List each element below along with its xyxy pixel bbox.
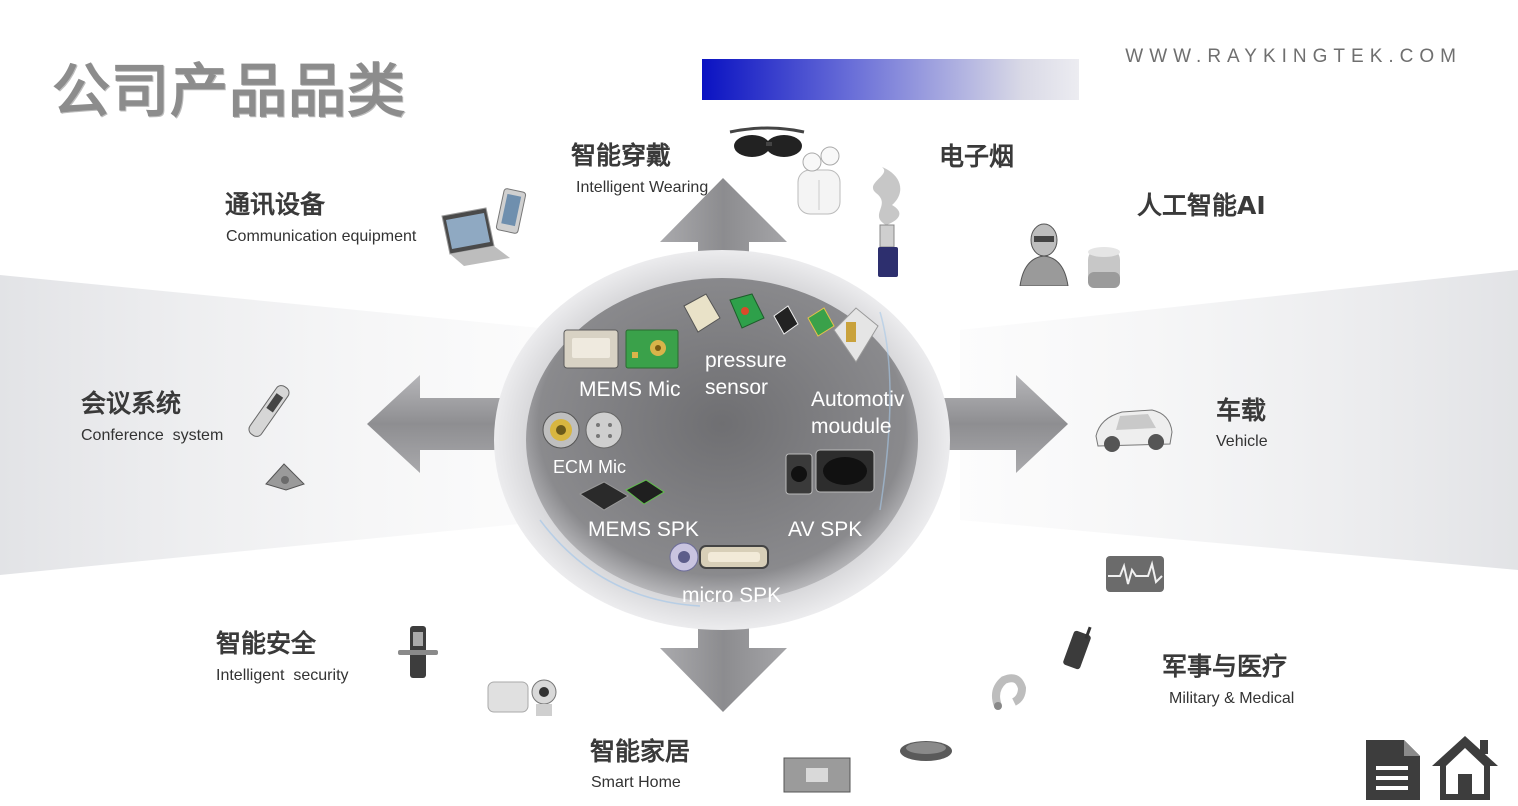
category-home-cn: 智能家居 — [590, 737, 691, 766]
left-beam — [0, 275, 560, 575]
arrow-right — [930, 375, 1068, 473]
smart-speaker-icon — [1088, 247, 1120, 288]
laptop-phone-icon — [441, 188, 527, 266]
category-conference-cn: 会议系统 — [81, 389, 182, 418]
product-label-mems-spk: MEMS SPK — [588, 518, 699, 541]
smart-glasses-icon — [729, 126, 805, 157]
product-label-moudule: moudule — [811, 415, 892, 438]
mems-spk-icon — [579, 479, 665, 511]
automotive-module-icon — [833, 307, 879, 363]
category-wearing-cn: 智能穿戴 — [571, 141, 672, 170]
vape-icon — [872, 167, 901, 277]
right-beam — [960, 270, 1518, 570]
product-label-pressure: pressure — [705, 349, 787, 372]
conference-phone-icon — [265, 463, 305, 491]
product-label-ecm-mic: ECM Mic — [553, 457, 626, 477]
category-home-en: Smart Home — [591, 774, 681, 791]
website-url[interactable]: WWW.RAYKINGTEK.COM — [1125, 46, 1462, 67]
mems-mic-chip-icon — [563, 329, 619, 369]
car-icon — [1095, 409, 1173, 452]
category-military-cn: 军事与医疗 — [1162, 652, 1288, 681]
micro-spk-icon — [669, 542, 769, 572]
category-ecig-cn: 电子烟 — [939, 142, 1015, 171]
tv-icon — [783, 757, 851, 793]
hearing-aid-icon — [992, 674, 1027, 710]
door-lock-icon — [398, 626, 438, 678]
product-label-mems-mic: MEMS Mic — [579, 378, 681, 401]
product-label-micro-spk: micro SPK — [682, 584, 782, 607]
category-communication-en: Communication equipment — [226, 228, 417, 245]
ecg-icon — [1106, 556, 1164, 592]
category-vehicle-en: Vehicle — [1216, 433, 1268, 450]
category-wearing-en: Intelligent Wearing — [576, 179, 709, 196]
category-security-en: Intelligent security — [216, 667, 349, 684]
robot-vacuum-icon — [900, 741, 952, 761]
accent-gradient-bar — [702, 59, 1079, 100]
product-label-av-spk: AV SPK — [788, 518, 863, 541]
camera-icon — [487, 679, 557, 716]
ecm-mic-icon — [542, 411, 623, 449]
recorder-pen-icon — [248, 385, 290, 437]
product-label-automotiv: Automotiv — [811, 388, 905, 411]
category-conference-en: Conference system — [81, 427, 224, 444]
document-icon[interactable] — [1364, 738, 1422, 802]
category-ai-cn: 人工智能AI — [1137, 191, 1266, 220]
product-label-sensor: sensor — [705, 376, 769, 399]
inner-ellipse — [526, 278, 918, 602]
robot-icon — [1019, 223, 1069, 286]
category-vehicle-cn: 车载 — [1216, 396, 1267, 425]
category-military-en: Military & Medical — [1169, 690, 1295, 707]
page-title: 公司产品品类 — [52, 57, 407, 125]
arrow-up — [660, 178, 787, 300]
av-spk-icon — [785, 449, 875, 495]
category-security-cn: 智能安全 — [216, 629, 317, 658]
arrow-down — [660, 580, 787, 712]
walkie-talkie-icon — [1063, 626, 1092, 670]
earbuds-icon — [797, 146, 841, 215]
home-icon[interactable] — [1430, 734, 1500, 802]
category-communication-cn: 通讯设备 — [225, 190, 326, 219]
pressure-sensor-chip-icon — [683, 293, 835, 337]
mems-mic-board-icon — [625, 329, 679, 369]
